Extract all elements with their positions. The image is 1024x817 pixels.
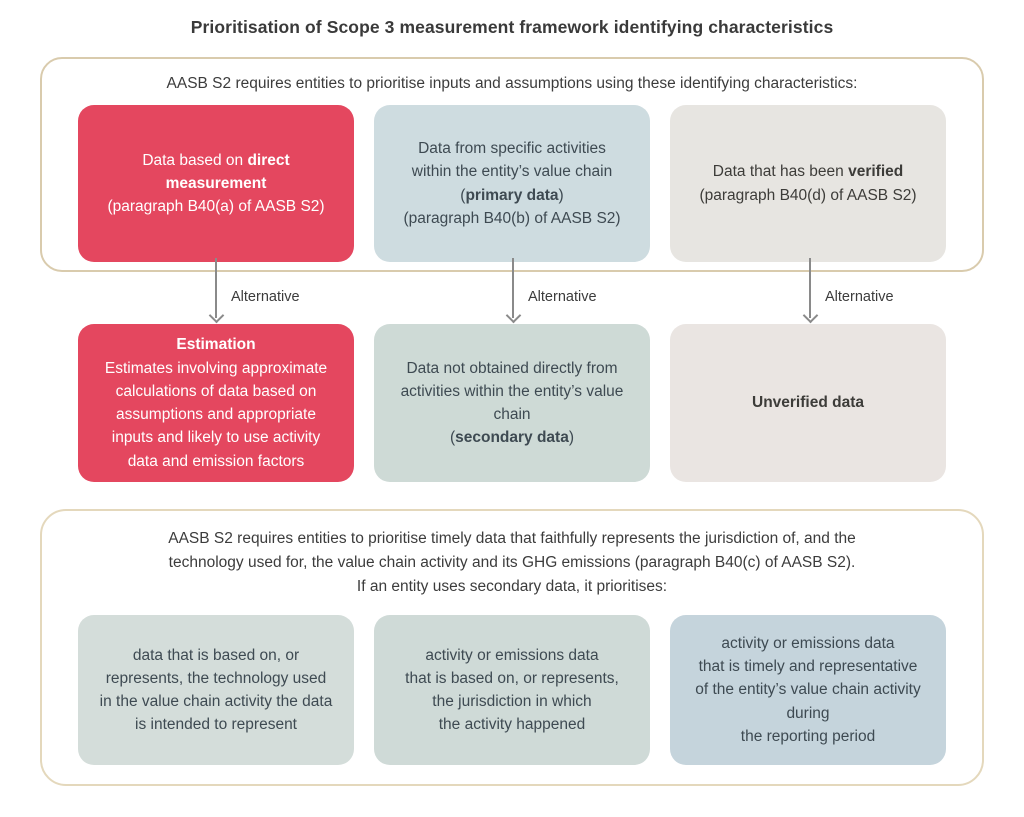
box-secondary-data: Data not obtained directly from activiti… (374, 324, 650, 482)
box-verified-data: Data that has been verified (paragraph B… (670, 105, 946, 262)
box-direct-measurement: Data based on direct measurement (paragr… (78, 105, 354, 262)
box-technology-data: data that is based on, or represents, th… (78, 615, 354, 765)
box-estimation: Estimation Estimates involving approxima… (78, 324, 354, 482)
box-estimation-text: Estimation Estimates involving approxima… (104, 336, 328, 470)
alternative-arrow-verified (809, 258, 811, 318)
box-timely-data-text: activity or emissions data that is timel… (695, 634, 921, 745)
alternative-arrow-primary (512, 258, 514, 318)
box-jurisdiction-data: activity or emissions data that is based… (374, 615, 650, 765)
alternative-label-1: Alternative (231, 289, 300, 305)
secondary-data-panel: AASB S2 requires entities to prioritise … (40, 509, 984, 786)
alternative-label-3: Alternative (825, 289, 894, 305)
box-technology-data-text: data that is based on, or represents, th… (99, 646, 333, 734)
box-unverified-data-text: Unverified data (752, 394, 864, 412)
alternative-arrow-direct (215, 258, 217, 318)
box-verified-data-text: Data that has been verified (paragraph B… (699, 163, 917, 204)
box-secondary-data-text: Data not obtained directly from activiti… (400, 359, 624, 447)
box-timely-data: activity or emissions data that is timel… (670, 615, 946, 765)
box-primary-data-text: Data from specific activities within the… (403, 140, 621, 227)
box-direct-measurement-text: Data based on direct measurement (paragr… (107, 151, 325, 216)
box-jurisdiction-data-text: activity or emissions data that is based… (405, 646, 619, 734)
box-primary-data: Data from specific activities within the… (374, 105, 650, 262)
box-unverified-data: Unverified data (670, 324, 946, 482)
alternative-label-2: Alternative (528, 289, 597, 305)
figure-title: Prioritisation of Scope 3 measurement fr… (190, 17, 834, 37)
alternative-boxes-row: Estimation Estimates involving approxima… (78, 324, 946, 482)
identifying-characteristics-panel: AASB S2 requires entities to prioritise … (40, 57, 984, 272)
bottom-panel-heading: AASB S2 requires entities to prioritise … (168, 530, 856, 595)
bottom-boxes-row: data that is based on, or represents, th… (78, 615, 946, 765)
top-boxes-row: Data based on direct measurement (paragr… (78, 105, 946, 262)
top-panel-heading: AASB S2 requires entities to prioritise … (166, 75, 858, 92)
